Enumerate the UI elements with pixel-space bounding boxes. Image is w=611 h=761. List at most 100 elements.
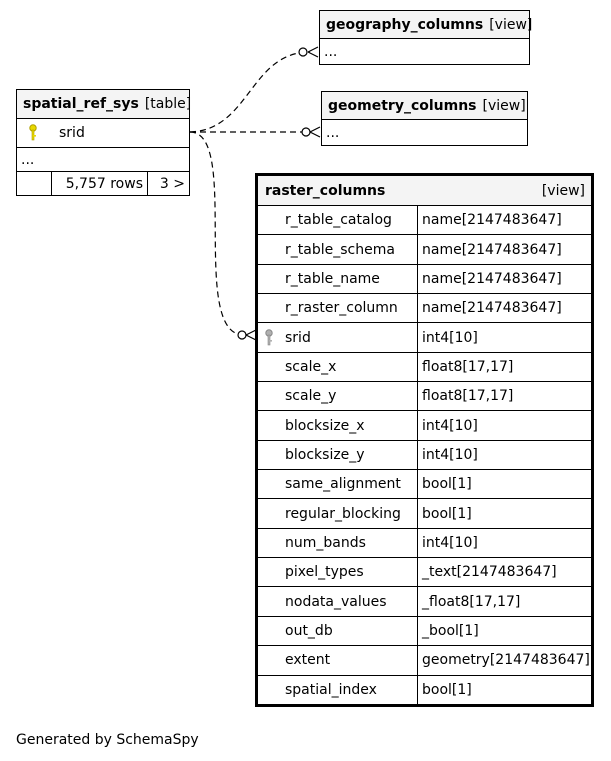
table-name: geography_columns <box>326 16 484 33</box>
column-name: r_raster_column <box>280 294 418 323</box>
column-row: pixel_types_text[2147483647] <box>258 558 591 588</box>
column-name: out_db <box>280 616 418 646</box>
column-type: name[2147483647] <box>422 270 562 287</box>
column-name: extent <box>280 646 418 675</box>
column-name: r_table_schema <box>280 235 418 264</box>
table-name: raster_columns <box>265 182 386 199</box>
relationship-end-raster <box>237 330 247 340</box>
column-type: bool[1] <box>422 505 472 522</box>
table-type: [view] <box>482 97 526 114</box>
key-spacer <box>258 411 280 439</box>
key-spacer <box>258 294 280 322</box>
ellipsis: ... <box>324 43 338 60</box>
column-type: int4[10] <box>422 534 478 551</box>
column-type: int4[10] <box>422 329 478 346</box>
row-count: 5,757 rows <box>52 172 148 195</box>
more-columns: ... <box>322 120 527 145</box>
footer-text: Generated by SchemaSpy <box>16 732 199 748</box>
column-type: int4[10] <box>422 417 478 434</box>
column-name: scale_y <box>280 382 418 411</box>
column-type: bool[1] <box>422 682 472 699</box>
key-spacer <box>258 646 280 674</box>
key-spacer <box>258 206 280 234</box>
more-columns: ... <box>17 148 189 172</box>
column-name: nodata_values <box>280 587 418 616</box>
relationship-line-geography <box>189 51 311 133</box>
column-name: spatial_index <box>280 675 418 705</box>
key-spacer <box>258 265 280 293</box>
column-type: int4[10] <box>422 446 478 463</box>
key-spacer <box>258 529 280 557</box>
column-type: name[2147483647] <box>422 300 562 317</box>
more-columns: ... <box>320 39 529 64</box>
key-spacer <box>258 382 280 410</box>
key-spacer <box>258 235 280 263</box>
column-name: r_table_catalog <box>280 206 418 235</box>
column-name: srid <box>59 125 85 141</box>
column-row: nodata_values_float8[17,17] <box>258 587 591 617</box>
key-spacer <box>258 558 280 586</box>
key-spacer <box>258 353 280 381</box>
table-geography-columns[interactable]: geography_columns [view] ... <box>319 10 533 65</box>
column-name: blocksize_x <box>280 411 418 440</box>
table-header: geography_columns [view] <box>320 11 533 39</box>
table-type: [view] <box>489 16 533 33</box>
column-row: srid <box>17 119 189 148</box>
table-header: spatial_ref_sys [table] <box>17 90 192 119</box>
key-spacer <box>258 617 280 645</box>
relationship-end-geography <box>298 47 308 57</box>
key-icon <box>17 119 49 148</box>
column-name: regular_blocking <box>280 499 418 528</box>
column-row: out_db_bool[1] <box>258 616 591 647</box>
relationship-line-raster <box>189 131 243 336</box>
column-type: bool[1] <box>422 476 472 493</box>
column-type: _text[2147483647] <box>422 564 557 581</box>
column-type: float8[17,17] <box>422 358 514 375</box>
column-name: num_bands <box>280 528 418 558</box>
table-geometry-columns[interactable]: geometry_columns [view] ... <box>321 91 528 146</box>
column-type: _bool[1] <box>422 622 479 639</box>
table-type: [table] <box>144 96 192 112</box>
table-name: geometry_columns <box>328 97 477 114</box>
column-name: srid <box>280 323 418 352</box>
key-spacer <box>258 441 280 469</box>
key-spacer <box>258 470 280 498</box>
key-spacer <box>258 676 280 705</box>
column-type: name[2147483647] <box>422 241 562 258</box>
column-name: pixel_types <box>280 558 418 587</box>
children-count[interactable]: 3 > <box>159 175 185 192</box>
column-name: scale_x <box>280 352 418 382</box>
table-header: raster_columns [view] <box>258 176 591 206</box>
table-type: [view] <box>541 182 585 199</box>
column-type: _float8[17,17] <box>422 593 521 610</box>
column-type: name[2147483647] <box>422 212 562 229</box>
column-name: blocksize_y <box>280 440 418 470</box>
table-header: geometry_columns [view] <box>322 92 527 120</box>
key-spacer <box>258 499 280 527</box>
table-footer: 5,757 rows 3 > <box>17 172 189 195</box>
relationship-end-geometry <box>301 127 311 137</box>
column-type: geometry[2147483647] <box>422 652 590 669</box>
key-spacer <box>258 587 280 615</box>
column-name: same_alignment <box>280 470 418 499</box>
table-name: spatial_ref_sys <box>23 96 139 112</box>
ellipsis: ... <box>21 151 35 168</box>
table-spatial-ref-sys[interactable]: spatial_ref_sys [table] srid ... 5,757 r… <box>16 89 192 196</box>
